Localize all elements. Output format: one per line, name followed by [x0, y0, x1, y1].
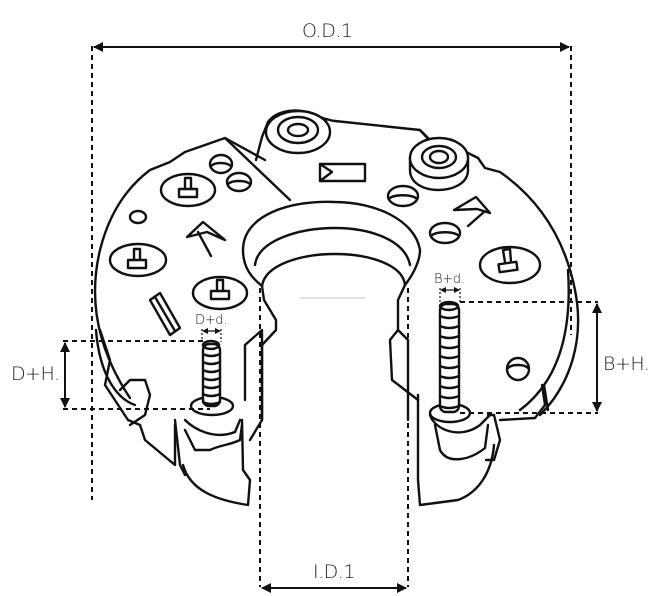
- terminal-top-left: [264, 109, 332, 155]
- od-dimension: [91, 42, 572, 500]
- id-label: I.D.1: [313, 561, 355, 583]
- arrow-markings: [185, 195, 492, 258]
- id-dimension: [259, 288, 409, 593]
- slot-marking: [148, 291, 182, 337]
- bore-walls: [260, 283, 410, 422]
- diode-caps: [108, 172, 542, 311]
- left-lower-housing: [98, 328, 264, 507]
- d-diameter-label: D+d.: [195, 313, 228, 328]
- b-height-dimension: [460, 301, 602, 414]
- d-diameter-dimension: [201, 328, 222, 342]
- b-diameter-label: B+d.: [434, 272, 465, 287]
- d-height-dimension: [60, 340, 210, 410]
- center-collar: [241, 200, 422, 299]
- od-label: O.D.1: [302, 20, 353, 42]
- plate-marking-rectangle: [318, 162, 367, 183]
- b-height-label: B+H.: [603, 353, 650, 375]
- b-plus-stud: [428, 300, 472, 424]
- mounting-holes: [128, 153, 531, 382]
- right-lower-housing: [388, 328, 550, 507]
- d-height-label: D+H.: [11, 363, 60, 385]
- b-diameter-dimension: [439, 287, 461, 303]
- terminal-top-right: [408, 136, 470, 192]
- d-plus-stud: [189, 339, 235, 417]
